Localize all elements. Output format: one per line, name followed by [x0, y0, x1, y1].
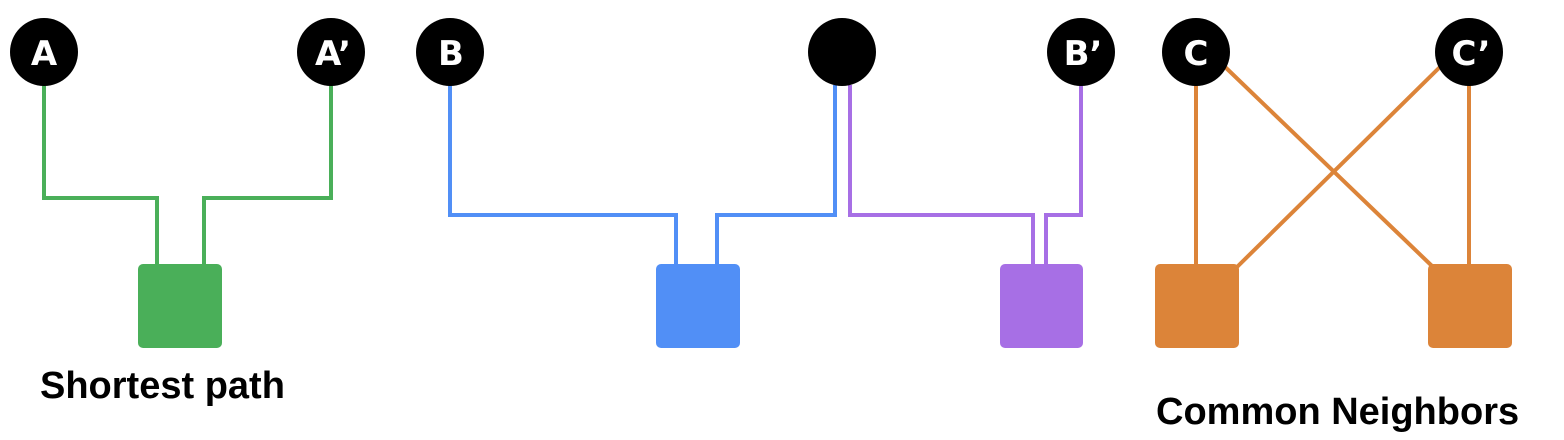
node-a-label: A [31, 34, 58, 74]
shortest-path-group: A A’ Shortest path [10, 18, 365, 407]
node-c [1162, 18, 1230, 86]
common-neighbor-square-right [1428, 264, 1512, 348]
shortest-path-square [138, 264, 222, 348]
node-unlabeled [808, 18, 876, 86]
edge-unlabeled-to-purple-square [848, 85, 1035, 266]
common-neighbors-caption: Common Neighbors [1156, 391, 1519, 433]
node-c-prime-label: C’ [1451, 34, 1490, 74]
node-a-prime [297, 18, 365, 86]
edge-a-prime-to-square [202, 85, 333, 266]
node-b-label: B [438, 34, 464, 74]
node-c-label: C [1184, 34, 1209, 74]
node-a-prime-label: A’ [315, 34, 351, 74]
node-b [416, 18, 484, 86]
node-b-prime [1047, 18, 1115, 86]
edge-a-to-square [42, 85, 159, 266]
edge-c-to-right-square [1220, 62, 1434, 268]
purple-square [1000, 264, 1083, 348]
edge-unlabeled-to-blue-square [715, 85, 837, 266]
common-neighbors-group: C C’ Common Neighbors [1155, 18, 1519, 433]
node-b-prime-label: B’ [1064, 34, 1103, 74]
shortest-path-caption: Shortest path [40, 365, 285, 407]
edge-b-to-blue-square [448, 85, 678, 266]
node-c-prime [1435, 18, 1503, 86]
edge-c-prime-to-left-square [1234, 62, 1445, 270]
middle-group: B B’ [416, 18, 1115, 348]
blue-square [656, 264, 740, 348]
node-a [10, 18, 78, 86]
common-neighbor-square-left [1155, 264, 1239, 348]
edge-b-prime-to-purple-square [1044, 85, 1083, 266]
